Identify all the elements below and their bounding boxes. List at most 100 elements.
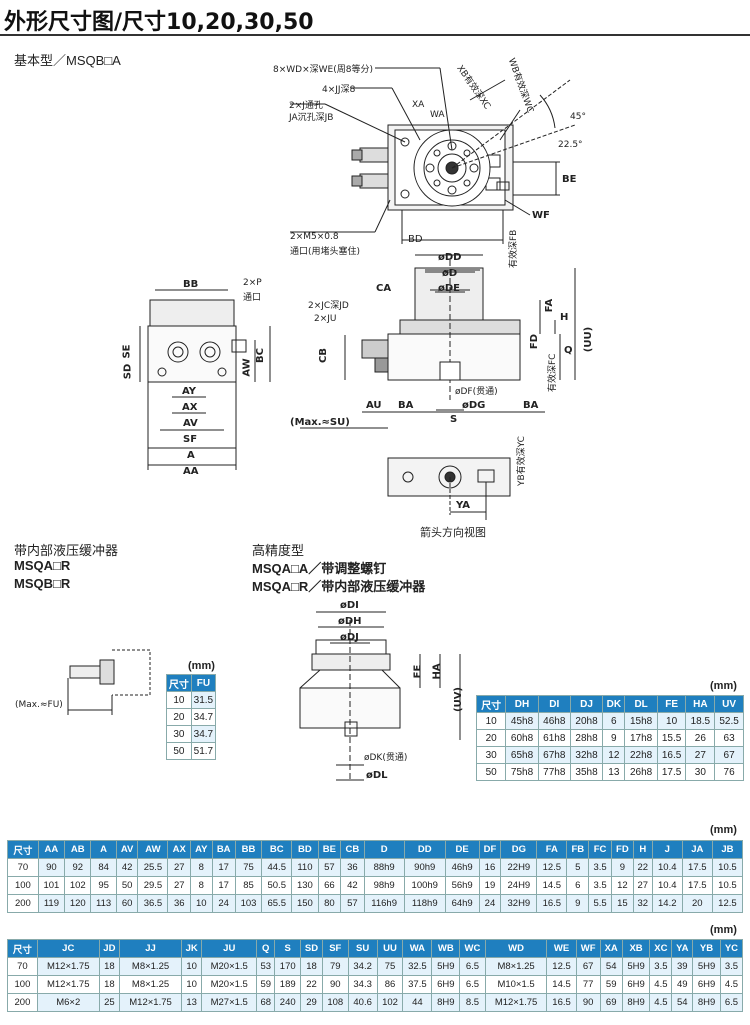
table-cell: 10.5: [711, 876, 744, 895]
table-header-cell: WA: [402, 939, 433, 958]
table-cell: 9: [602, 729, 626, 747]
table-cell: 76: [714, 763, 744, 781]
callout-p2: 通口: [243, 293, 262, 303]
table-cell: 32H9: [500, 894, 538, 913]
table-cell: 36: [167, 894, 192, 913]
dim-sf: SF: [183, 434, 198, 445]
table-cell: 32.5: [402, 957, 433, 976]
table-cell: 92: [64, 858, 92, 877]
table-cell: M8×1.25: [484, 957, 548, 976]
table-cell: 35h8: [569, 763, 604, 781]
table-header-cell: Q: [256, 939, 276, 958]
dim-dl: øDL: [366, 770, 388, 781]
table-cell: 15: [610, 894, 634, 913]
table-cell: 20: [475, 729, 507, 747]
table-cell: 26: [685, 729, 716, 747]
table-cell: 12.5: [711, 894, 744, 913]
table-header-cell: S: [274, 939, 302, 958]
table-cell: 34.3: [347, 975, 378, 994]
dim-q: Q: [564, 345, 573, 356]
table-header-cell: BD: [291, 840, 319, 859]
table-cell: 50: [115, 876, 139, 895]
table-cell: 22h8: [624, 746, 658, 764]
table-header-cell: JK: [180, 939, 203, 958]
page-title: 外形尺寸图/尺寸10,20,30,50: [4, 10, 314, 35]
table-header-cell: DH: [505, 695, 539, 713]
table-cell: 64h9: [444, 894, 480, 913]
table-cell: M6×2: [36, 993, 100, 1012]
dim-dh: øDH: [338, 616, 362, 627]
table-header-cell: 尺寸: [7, 939, 38, 958]
table-header-cell: BE: [317, 840, 342, 859]
table-cell: 15h8: [624, 712, 658, 730]
table-cell: 49: [671, 975, 694, 994]
callout-p: 2×P: [243, 278, 262, 288]
table-cell: 5H9: [692, 957, 721, 976]
table-cell: 65h8: [505, 746, 539, 764]
dim-a: A: [187, 450, 195, 461]
table-cell: 67: [575, 957, 601, 976]
table-cell: 37.5: [402, 975, 433, 994]
table-cell: 102: [376, 993, 404, 1012]
dim-h: H: [560, 312, 569, 323]
table-cell: 46h8: [537, 712, 571, 730]
table-cell: 70: [7, 957, 38, 976]
dim-ya: YA: [456, 500, 471, 511]
table-cell: 44.5: [261, 858, 293, 877]
table-cell: 100: [7, 876, 39, 895]
table-cell: 18: [300, 957, 323, 976]
table-cell: 120: [64, 894, 92, 913]
table-cell: 34.7: [190, 708, 217, 726]
table-cell: 12.5: [536, 858, 568, 877]
table-cell: 9: [566, 894, 590, 913]
table-header-cell: D: [363, 840, 405, 859]
table-cell: 39: [671, 957, 694, 976]
table-cell: M8×1.25: [119, 975, 182, 994]
table-header-cell: JU: [201, 939, 258, 958]
table-cell: 27: [167, 858, 192, 877]
table-cell: 110: [291, 858, 319, 877]
table-cell: 102: [64, 876, 92, 895]
table-cell: 3.5: [649, 957, 673, 976]
table-cell: 10: [190, 894, 213, 913]
table-cell: 5.5: [588, 894, 612, 913]
table-cell: M8×1.25: [119, 957, 182, 976]
callout-m5: 2×M5×0.8: [290, 232, 339, 242]
table-cell: 20: [681, 894, 713, 913]
table-header-cell: JA: [681, 840, 713, 859]
table-cell: 22: [300, 975, 323, 994]
table-cell: 12: [602, 746, 626, 764]
table-cell: 16.5: [536, 894, 568, 913]
table-cell: 18.5: [685, 712, 716, 730]
table-cell: 24: [478, 894, 502, 913]
table-header-cell: DI: [537, 695, 571, 713]
table-header-cell: WF: [575, 939, 601, 958]
table-cell: 17.5: [656, 763, 687, 781]
dim-bb: BB: [183, 279, 199, 290]
table-cell: 6.5: [459, 957, 486, 976]
callout-ju: 2×JU: [314, 314, 337, 324]
table-cell: 4.5: [649, 993, 673, 1012]
precision-a: MSQA□A／带调整螺钉: [252, 561, 387, 576]
fu-table-unit: (mm): [188, 660, 215, 672]
table-cell: 24H9: [500, 876, 538, 895]
table-cell: 68: [256, 993, 276, 1012]
table-cell: 4.5: [719, 975, 744, 994]
table-cell: 103: [234, 894, 263, 913]
table-cell: 22: [632, 858, 653, 877]
table-cell: 5H9: [621, 957, 651, 976]
table-header-cell: JB: [711, 840, 744, 859]
table-cell: 24: [211, 894, 236, 913]
basic-type-label: 基本型／MSQB□A: [14, 53, 121, 68]
table-cell: 101: [37, 876, 66, 895]
table-cell: M20×1.5: [201, 957, 258, 976]
table-cell: 17.5: [681, 876, 713, 895]
dim-dj: øDJ: [340, 632, 359, 643]
table-cell: 69: [599, 993, 623, 1012]
table-cell: 3.5: [588, 858, 612, 877]
